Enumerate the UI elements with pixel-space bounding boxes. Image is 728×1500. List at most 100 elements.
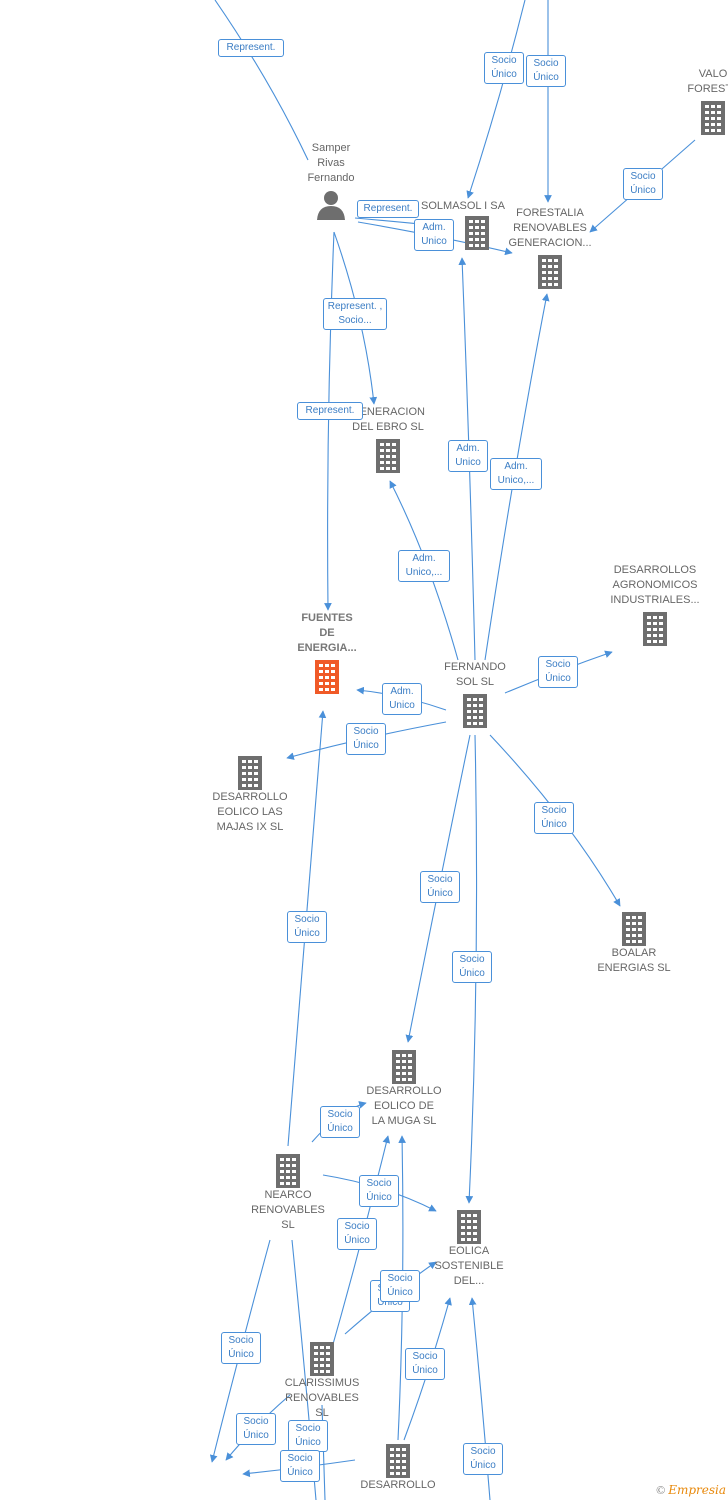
relation-badge[interactable]: Socio Único xyxy=(452,951,492,983)
node-label-line: Fernando xyxy=(307,172,355,184)
relation-badge[interactable]: Socio Único xyxy=(405,1348,445,1380)
relation-badge[interactable]: Socio Único xyxy=(538,656,578,688)
relation-badge[interactable]: Adm. Unico,... xyxy=(490,458,542,490)
node-desarrollos-agro[interactable]: DESARROLLOS AGRONOMICOS INDUSTRIALES... xyxy=(606,563,704,646)
node-generacion-ebro[interactable]: GENERACION DEL EBRO SL xyxy=(340,405,436,473)
node-label-line: GENERACION xyxy=(351,406,425,418)
relation-badge[interactable]: Socio Único xyxy=(420,871,460,903)
edge-samper-to-fuentes xyxy=(324,231,335,611)
node-fuentes[interactable]: FUENTES DE ENERGIA... xyxy=(290,611,364,694)
node-label: BOALAR ENERGIAS SL xyxy=(590,946,678,976)
relation-badge[interactable]: Socio Único xyxy=(380,1270,420,1302)
building-icon xyxy=(425,1210,513,1244)
node-label-line: FORESTALIA xyxy=(516,207,584,219)
relation-badge[interactable]: Adm. Unico xyxy=(448,440,488,472)
node-label-line: RENOVABLES xyxy=(513,222,587,234)
building-icon xyxy=(204,756,296,790)
node-label-line: EOLICO LAS xyxy=(217,806,283,818)
node-boalar[interactable]: BOALAR ENERGIAS SL xyxy=(590,912,678,976)
relation-badge[interactable]: Represent. xyxy=(218,39,284,57)
node-label-line: SL xyxy=(315,1407,329,1419)
node-label-line: DESARROLLO xyxy=(360,1479,436,1491)
building-icon xyxy=(448,216,506,250)
building-icon xyxy=(354,1444,442,1478)
node-label-line: ENERGIA... xyxy=(297,642,357,654)
node-label-line: FERNANDO xyxy=(444,661,506,673)
building-icon xyxy=(340,439,436,473)
node-label-line: Samper xyxy=(311,142,351,154)
node-label-line: FUENTES xyxy=(301,612,353,624)
relation-badge[interactable]: Represent. xyxy=(357,200,419,218)
relation-badge[interactable]: Represent. xyxy=(297,402,363,420)
relation-badge[interactable]: Represent. , Socio... xyxy=(323,298,387,330)
relation-badge[interactable]: Adm. Unico xyxy=(382,683,422,715)
node-label-line: ENERGIAS SL xyxy=(597,962,671,974)
node-label-line: MAJAS IX SL xyxy=(216,821,284,833)
node-label: FORESTALIA RENOVABLES GENERACION... xyxy=(505,206,595,251)
brand-watermark[interactable]: © Empresia xyxy=(656,1483,726,1497)
relation-badge[interactable]: Socio Único xyxy=(463,1443,503,1475)
node-label-line: EOLICO DE xyxy=(374,1100,434,1112)
building-icon xyxy=(278,1342,366,1376)
relation-badge[interactable]: Socio Único xyxy=(534,802,574,834)
node-label-line: SOSTENIBLE xyxy=(434,1260,504,1272)
node-label: VALOFORESTA xyxy=(683,67,728,97)
edge-offscreen-to-eolica xyxy=(468,1297,491,1500)
node-label-line: DE xyxy=(319,627,335,639)
relation-badge[interactable]: Socio Único xyxy=(236,1413,276,1445)
building-icon xyxy=(290,660,364,694)
node-label-line: EOLICA xyxy=(448,1245,490,1257)
node-label-line: SL xyxy=(281,1219,295,1231)
node-label: SOLMASOL I SA xyxy=(420,199,506,214)
relation-badge[interactable]: Socio Único xyxy=(346,723,386,755)
relation-badge[interactable]: Socio Único xyxy=(288,1420,328,1452)
node-forestalia[interactable]: FORESTALIA RENOVABLES GENERACION... xyxy=(505,206,595,289)
node-label: FUENTES DE ENERGIA... xyxy=(290,611,364,656)
node-label-line: RENOVABLES xyxy=(285,1392,359,1404)
node-label-line: AGRONOMICOS xyxy=(612,579,698,591)
node-solmasol[interactable]: SOLMASOL I SA xyxy=(420,199,506,250)
edge-top-to-solmasol xyxy=(466,0,526,199)
relation-badge[interactable]: Socio Único xyxy=(623,168,663,200)
node-label-line: RENOVABLES xyxy=(251,1204,325,1216)
node-label-line: INDUSTRIALES... xyxy=(610,594,700,606)
relation-badge[interactable]: Socio Único xyxy=(359,1175,399,1207)
relation-badge[interactable]: Adm. Unico xyxy=(414,219,454,251)
node-label-line: GENERACION... xyxy=(508,237,592,249)
relation-badge[interactable]: Socio Único xyxy=(320,1106,360,1138)
relation-badge[interactable]: Socio Único xyxy=(221,1332,261,1364)
person-icon xyxy=(300,190,362,220)
building-icon xyxy=(360,1050,448,1084)
relation-badge[interactable]: Socio Único xyxy=(484,52,524,84)
brand-logo: Empresia xyxy=(668,1483,726,1497)
node-label: DESARROLLOS AGRONOMICOS INDUSTRIALES... xyxy=(606,563,704,608)
node-desarrollo-bottom[interactable]: DESARROLLO xyxy=(354,1444,442,1493)
building-icon xyxy=(440,694,510,728)
node-label-line: BOALAR xyxy=(611,947,657,959)
relation-badge[interactable]: Socio Único xyxy=(337,1218,377,1250)
node-valo[interactable]: VALOFORESTA xyxy=(683,67,728,135)
building-icon xyxy=(244,1154,332,1188)
relation-badge[interactable]: Socio Único xyxy=(280,1450,320,1482)
building-icon xyxy=(505,255,595,289)
relation-badge[interactable]: Socio Único xyxy=(526,55,566,87)
node-label-line: DEL EBRO SL xyxy=(352,421,424,433)
relation-badge[interactable]: Socio Único xyxy=(287,911,327,943)
node-label-line: DESARROLLOS xyxy=(613,564,697,576)
relation-badge[interactable]: Adm. Unico,... xyxy=(398,550,450,582)
node-label-line: DESARROLLO xyxy=(366,1085,442,1097)
building-icon xyxy=(606,612,704,646)
